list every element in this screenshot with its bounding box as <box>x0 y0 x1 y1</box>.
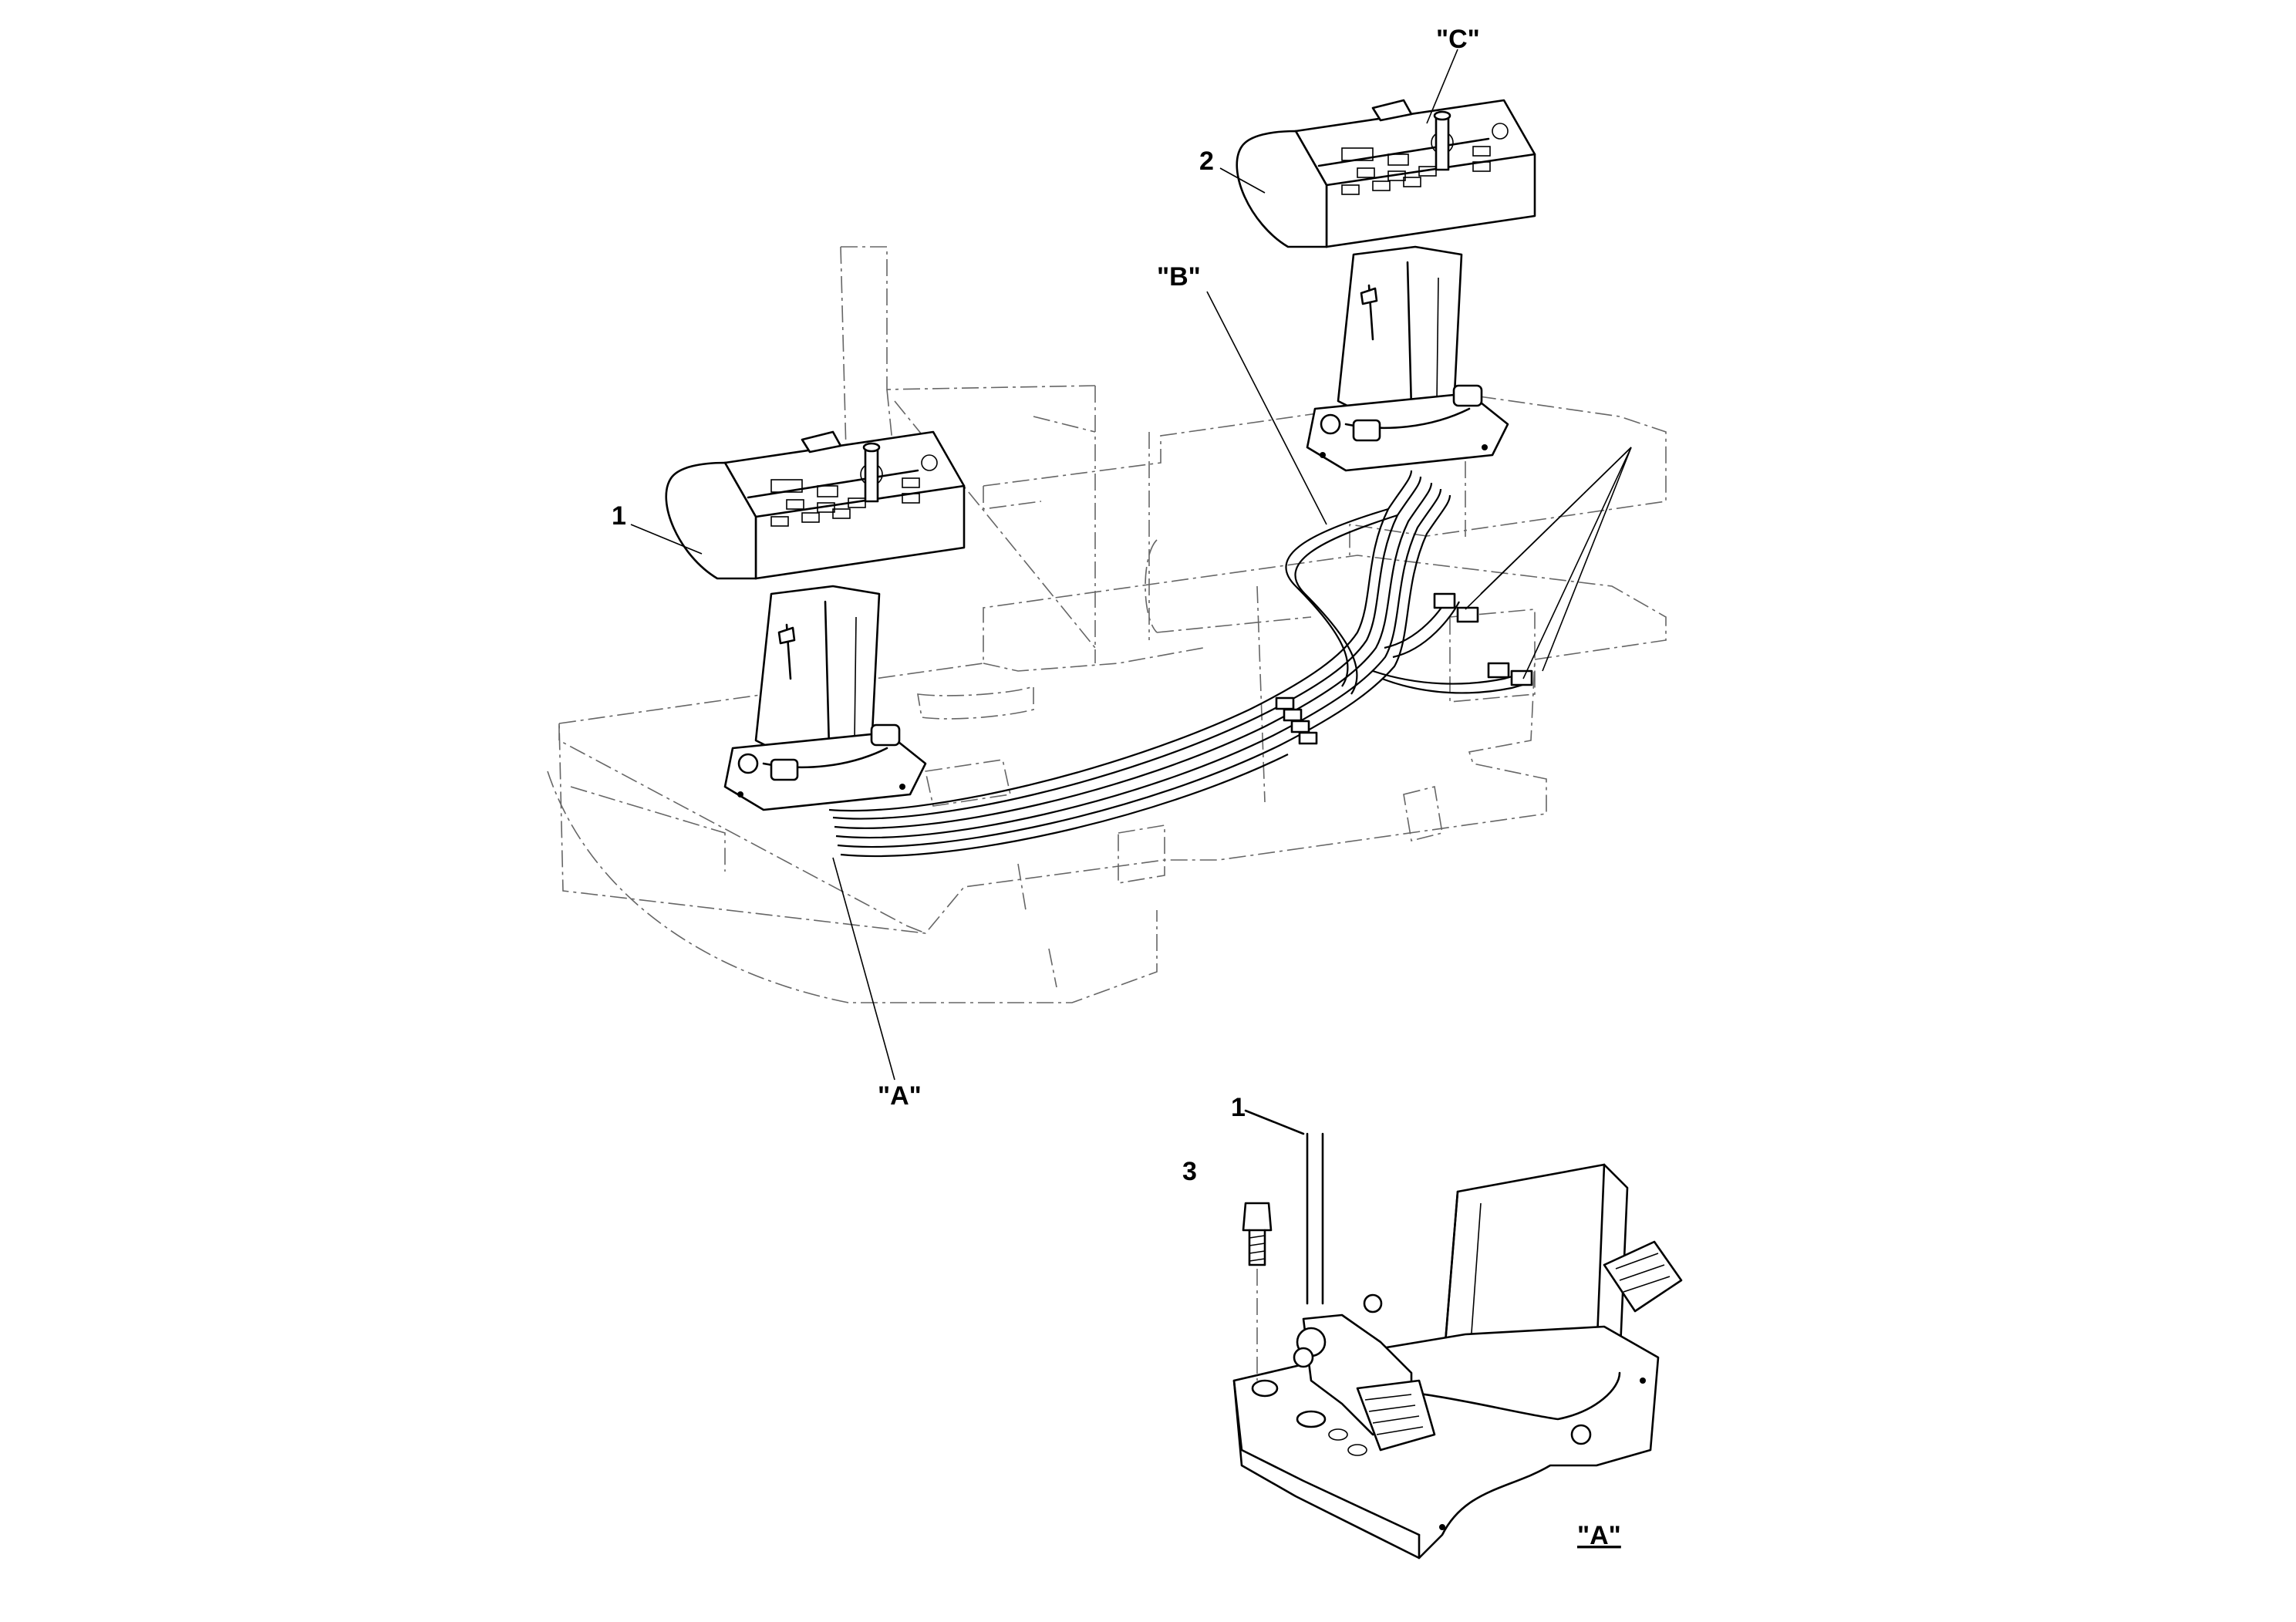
callout-1-detail: 1 <box>1231 1093 1246 1122</box>
leader-lines <box>630 49 1632 1081</box>
detail-a-title: "A" <box>1577 1521 1621 1550</box>
floor-frame-phantom <box>547 246 1667 1003</box>
detail-a-view <box>1232 1109 1683 1560</box>
callout-a: "A" <box>878 1081 922 1111</box>
callout-c: "C" <box>1436 25 1480 54</box>
callout-1-top: 1 <box>612 501 626 531</box>
callout-labels: 1 2 "B" "C" "A" 1 3 "A" <box>612 25 1621 1550</box>
hose-bundle <box>828 470 1533 858</box>
callout-3-detail: 3 <box>1182 1157 1197 1186</box>
callout-b: "B" <box>1157 262 1201 292</box>
console-1 <box>665 430 966 811</box>
callout-2-top: 2 <box>1199 147 1214 176</box>
console-2 <box>1236 99 1536 472</box>
